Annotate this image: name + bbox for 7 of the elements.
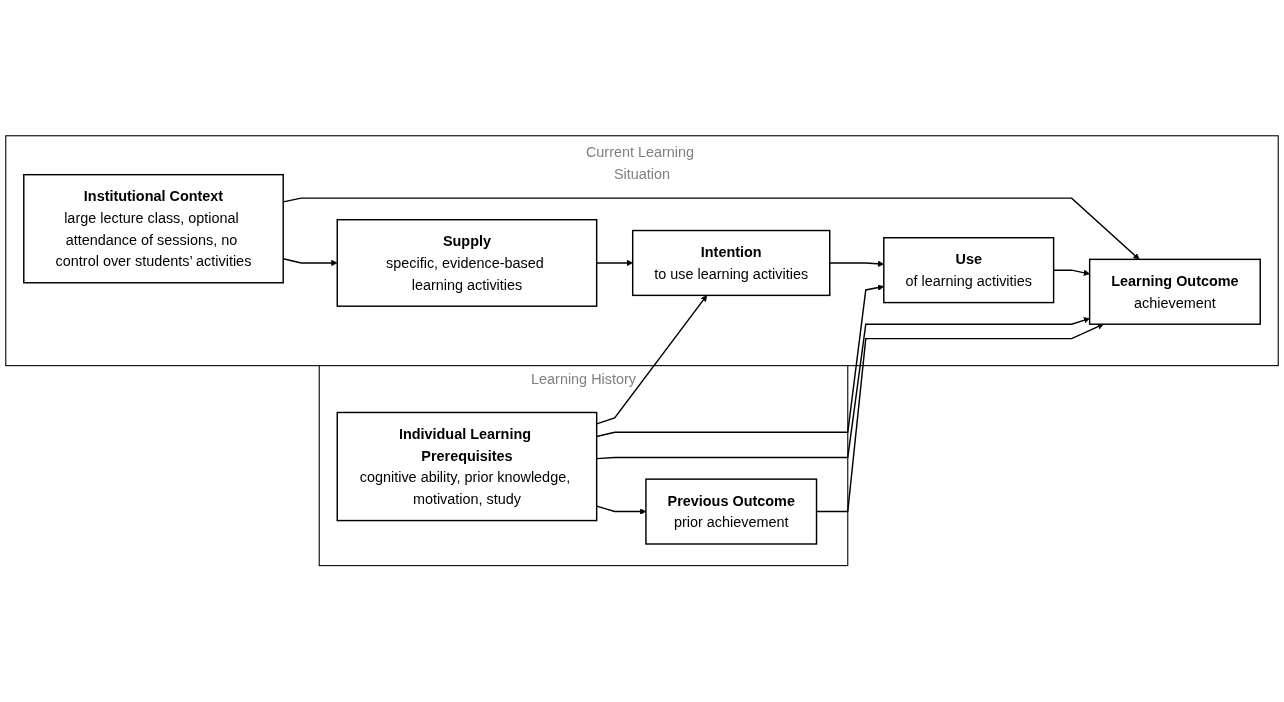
node-box: Intention to use learning activities — [632, 230, 831, 297]
node-box: Individual Learning Prerequisites cognitive ability, prior knowledge, motivation, study — [336, 412, 598, 522]
node-box: Previous Outcome prior achievement — [645, 478, 818, 545]
node-box: Institutional Context large lecture class, optional attendance of sessions, no control over students’ activities — [23, 174, 284, 284]
node-box: Learning Outcome achievement — [1088, 258, 1261, 326]
node-box: Supply specific, evidence-based learning activities — [336, 219, 598, 308]
node-box: Use of learning activities — [883, 237, 1055, 304]
